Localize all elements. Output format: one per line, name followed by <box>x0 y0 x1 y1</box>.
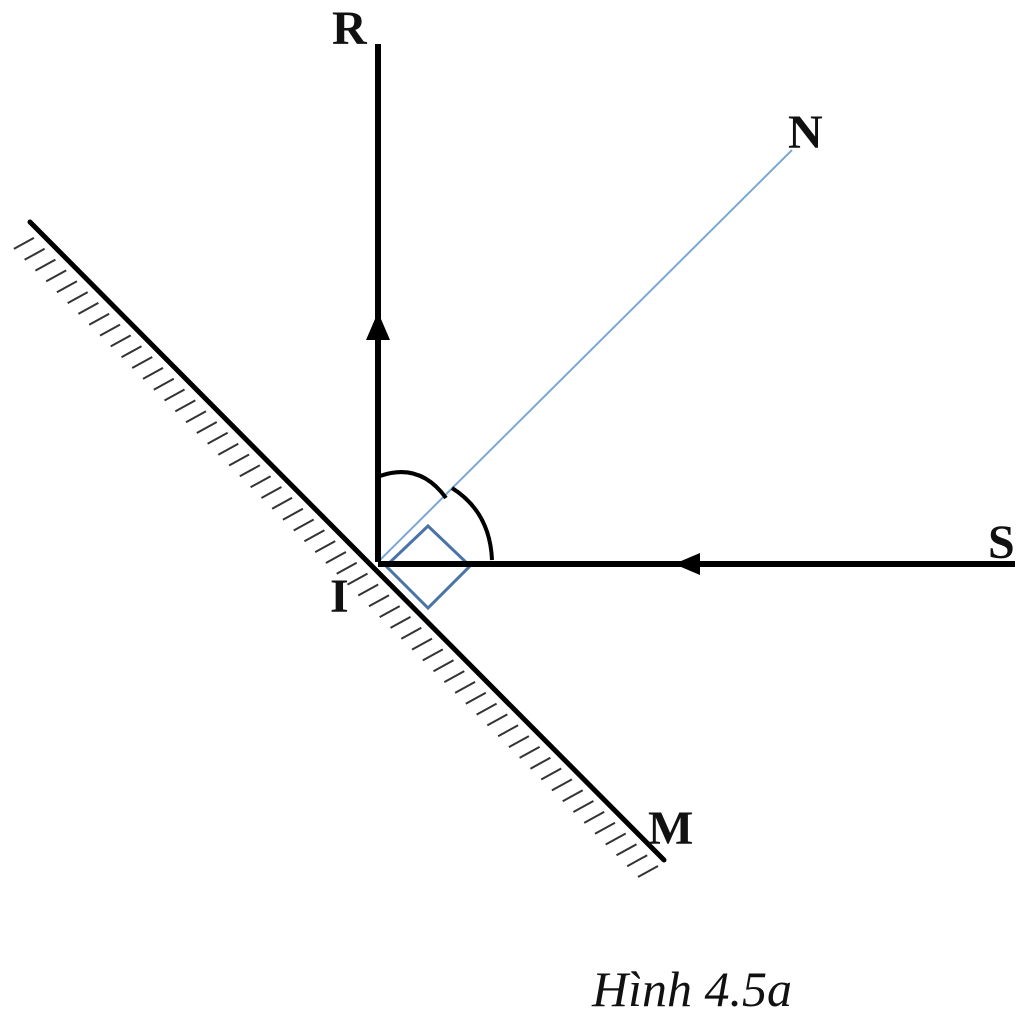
hatch-mark <box>476 702 498 716</box>
hatch-mark <box>562 789 584 803</box>
hatch-mark <box>99 323 121 337</box>
hatch-mark <box>56 280 78 294</box>
hatch-mark <box>336 561 358 575</box>
hatch-mark <box>357 583 379 597</box>
hatch-mark <box>508 735 530 748</box>
hatch-mark <box>400 626 422 640</box>
label-s: S <box>988 516 1015 569</box>
hatch-mark <box>325 551 347 564</box>
hatch-mark <box>583 811 605 824</box>
hatch-mark <box>67 291 89 304</box>
label-n: N <box>788 106 823 159</box>
hatch-mark <box>443 670 465 683</box>
label-r: R <box>332 2 368 55</box>
incident-ray-arrow <box>674 553 700 575</box>
hatch-mark <box>45 269 67 283</box>
hatch-mark <box>164 388 185 402</box>
hatch-mark <box>626 854 648 868</box>
hatch-mark <box>540 767 562 781</box>
hatch-mark <box>77 302 99 315</box>
hatch-mark <box>217 442 239 456</box>
hatch-mark <box>422 648 444 662</box>
hatch-mark <box>551 778 573 792</box>
hatch-mark <box>529 756 551 770</box>
hatch-mark <box>368 594 390 608</box>
incidence-angle-arc <box>450 486 494 561</box>
hatch-mark <box>271 496 293 510</box>
hatch-mark <box>174 399 196 413</box>
hatch-mark <box>433 659 454 673</box>
hatch-mark <box>454 681 476 694</box>
hatch-mark <box>110 334 132 348</box>
figure-caption: Hình 4.5a <box>591 961 792 1017</box>
label-m: M <box>648 802 693 855</box>
hatch-mark <box>605 832 627 846</box>
hatch-mark <box>411 637 433 651</box>
hatch-mark <box>314 540 336 553</box>
normal-line <box>377 149 793 563</box>
hatch-mark <box>486 713 508 727</box>
hatch-mark <box>572 800 594 813</box>
hatch-mark <box>196 421 218 434</box>
hatch-mark <box>142 367 164 380</box>
hatch-mark <box>465 691 487 705</box>
hatch-mark <box>616 843 637 857</box>
hatch-mark <box>282 507 304 521</box>
mirror-hatching <box>13 237 659 878</box>
hatch-mark <box>131 356 153 369</box>
hatch-mark <box>594 821 616 835</box>
hatch-mark <box>13 237 35 250</box>
hatch-mark <box>390 616 411 629</box>
hatch-mark <box>153 377 175 391</box>
hatch-mark <box>185 410 207 424</box>
hatch-mark <box>303 529 325 543</box>
hatch-mark <box>121 345 142 359</box>
hatch-mark <box>88 312 110 326</box>
reflected-ray-arrow <box>366 312 390 340</box>
hatch-mark <box>24 247 46 261</box>
hatch-mark <box>239 464 261 478</box>
hatch-mark <box>379 605 401 618</box>
reflection-angle-arc <box>379 470 448 500</box>
hatch-mark <box>34 258 56 272</box>
hatch-mark <box>228 453 250 467</box>
right-angle-mark <box>383 523 473 611</box>
hatch-mark <box>519 746 541 759</box>
hatch-mark <box>347 572 368 586</box>
mirror-line <box>27 219 667 863</box>
label-i: I <box>330 570 349 623</box>
hatch-mark <box>207 431 229 445</box>
hatch-mark <box>293 518 315 532</box>
hatch-mark <box>260 486 282 499</box>
hatch-mark <box>497 724 519 738</box>
hatch-mark <box>637 865 659 878</box>
hatch-mark <box>250 475 272 489</box>
